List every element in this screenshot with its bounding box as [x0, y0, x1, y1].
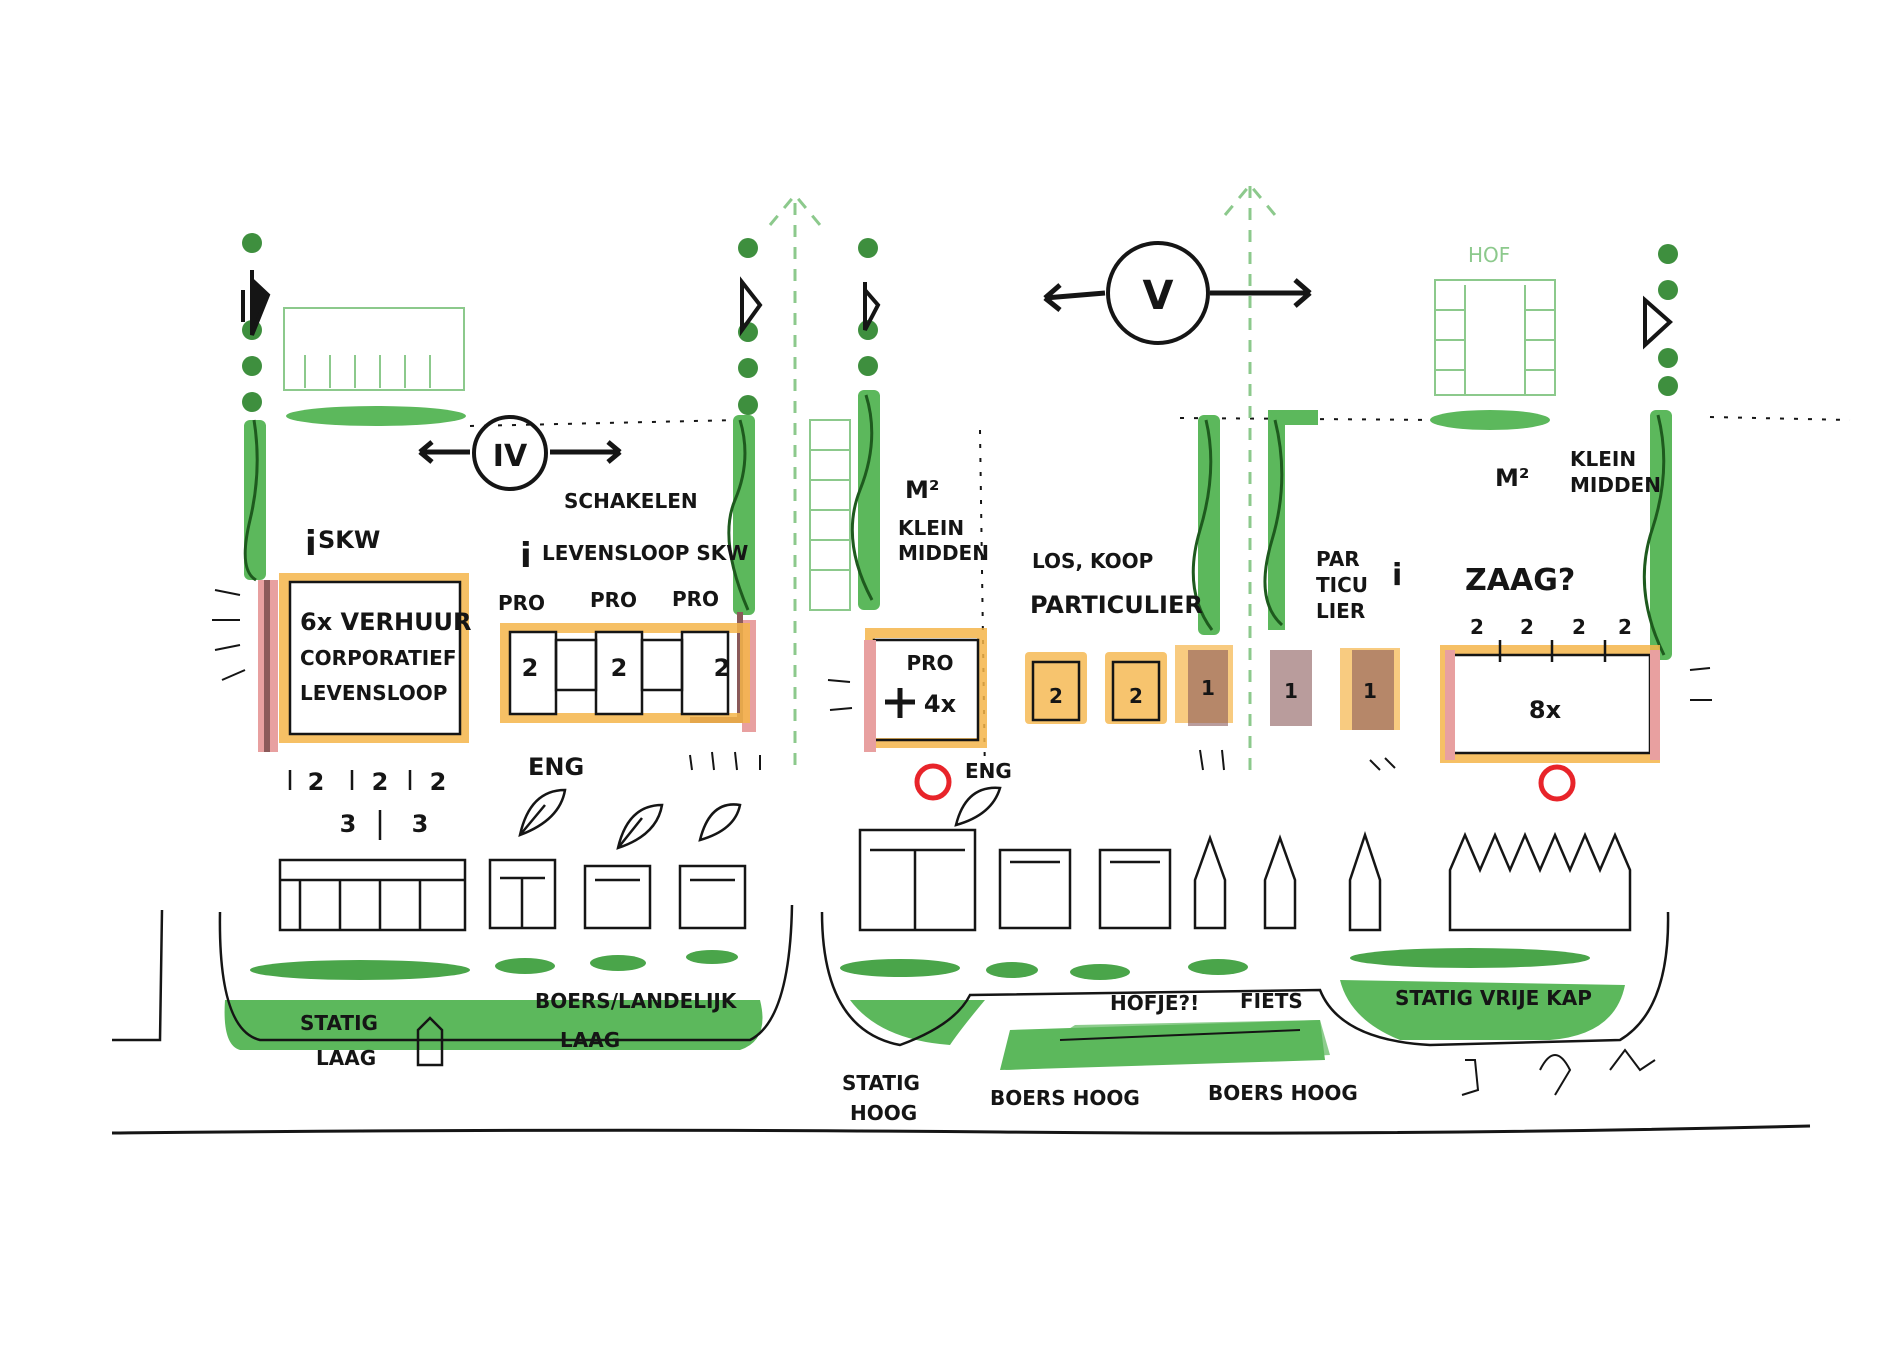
eight-x-block: 2 2 2 2 8x [1440, 615, 1660, 763]
hofje-label: HOFJE?! [1110, 991, 1199, 1015]
green-dot-column-left [242, 233, 758, 415]
flag-marker-icon [863, 282, 881, 331]
count-label: 2 [372, 768, 389, 796]
par-label: PAR [1316, 547, 1360, 571]
statig-hoog-label: HOOG [850, 1101, 917, 1125]
statig-vrije-kap-label: STATIG VRIJE KAP [1395, 986, 1592, 1010]
pro-units-row: 2 2 2 [500, 623, 750, 723]
back-garden-v [809, 279, 1556, 611]
verhuur-label-1: 6x VERHUUR [300, 608, 472, 636]
unit-count-label: 2 [714, 654, 731, 682]
unit-count-label: 2 [1049, 684, 1063, 708]
house-icon [416, 1016, 444, 1067]
boers-hoog-label: BOERS HOOG [1208, 1081, 1358, 1105]
ground-line [111, 909, 1811, 1135]
flag-marker-icon [241, 270, 271, 336]
zaag-label: ZAAG? [1465, 563, 1575, 598]
m2-label: M² [905, 476, 939, 504]
houses-iv [278, 858, 747, 932]
pro-label: PRO [590, 588, 637, 612]
count-label: 2 [308, 768, 325, 796]
pro-4x-block: PRO 4x [864, 628, 987, 752]
flag-marker-icon [740, 276, 763, 337]
section-v: HOF V M² KLEIN MIDDEN LOS, KOOP PARTICUL… [809, 238, 1712, 1125]
skw-label: SKW [318, 526, 380, 554]
klein-label: KLEIN [898, 516, 964, 540]
statig-hoog-label: STATIG [842, 1071, 920, 1095]
midden-label: MIDDEN [1570, 473, 1661, 497]
houses-v [858, 828, 1632, 932]
marker-circle-icon [914, 763, 952, 801]
unit-count-label: 2 [1470, 615, 1484, 639]
eng-label: ENG [528, 753, 584, 781]
street-profile [218, 904, 1670, 1047]
unit-count-label: 2 [1618, 615, 1632, 639]
unit-count-label: 2 [1520, 615, 1534, 639]
unit-count-label: 2 [611, 654, 628, 682]
marker-circle-icon [1538, 764, 1576, 802]
count-label: 3 [340, 810, 357, 838]
section-iv: IV SKW i SCHAKELEN i LEVENSLOOP SKW 6x V… [212, 233, 1002, 1070]
dotted-lines [469, 416, 1851, 781]
section-v-label: V [1143, 273, 1174, 319]
person-icon: i [520, 536, 532, 576]
section-iv-marker: IV [418, 415, 622, 491]
count-label: 3 [412, 810, 429, 838]
unit-count-label: 1 [1284, 679, 1298, 703]
unit-count-label: 1 [1363, 679, 1377, 703]
verhuur-block: 6x VERHUUR CORPORATIEF LEVENSLOOP [279, 573, 472, 743]
person-icon: i [305, 524, 317, 564]
street-label: LAAG [560, 1028, 620, 1052]
los-koop-label: LOS, KOOP [1032, 549, 1153, 573]
verhuur-label-3: LEVENSLOOP [300, 681, 447, 705]
plus-icon [885, 688, 915, 718]
section-v-marker: V [1043, 241, 1312, 345]
unit-count-label: 2 [1129, 684, 1143, 708]
m2-label: M² [1495, 464, 1529, 492]
fiets-label: FIETS [1240, 989, 1303, 1013]
tree-icon [1461, 1048, 1656, 1096]
verhuur-label-2: CORPORATIEF [300, 646, 456, 670]
schakelen-label: SCHAKELEN [564, 489, 698, 513]
person-icon: i [1392, 558, 1402, 593]
par-label: TICU [1316, 573, 1368, 597]
unit-count-label: 1 [1201, 676, 1215, 700]
pro-label: PRO [498, 591, 545, 615]
klein-label: KLEIN [1570, 447, 1636, 471]
count-label: 4x [924, 690, 957, 718]
count-label: 2 [430, 768, 447, 796]
eight-x-label: 8x [1529, 696, 1562, 724]
particulier-label: PARTICULIER [1030, 591, 1203, 619]
flag-marker-icon [1643, 295, 1673, 350]
eng-label: ENG [965, 759, 1012, 783]
pro-label: PRO [906, 651, 953, 675]
street-label: BOERS/LANDELIJK [535, 989, 738, 1013]
midden-label: MIDDEN [898, 541, 989, 565]
back-garden-iv [283, 307, 465, 391]
boers-hoog-label: BOERS HOOG [990, 1086, 1140, 1110]
street-label: LAAG [316, 1046, 376, 1070]
street-label: STATIG [300, 1011, 378, 1035]
par-label: LIER [1316, 599, 1365, 623]
center-hofje: HOFJE?! FIETS [1005, 989, 1330, 1070]
unit-houses-row: 2 2 1 1 1 [1025, 645, 1400, 730]
unit-count-label: 2 [1572, 615, 1586, 639]
pro-label: PRO [672, 587, 719, 611]
levensloop-skw-label: LEVENSLOOP SKW [542, 541, 748, 565]
hof-label: HOF [1468, 243, 1510, 267]
green-dashed-arrows [768, 182, 1277, 770]
unit-count-label: 2 [522, 654, 539, 682]
leaf-icon [518, 786, 1002, 850]
section-iv-label: IV [493, 439, 528, 474]
